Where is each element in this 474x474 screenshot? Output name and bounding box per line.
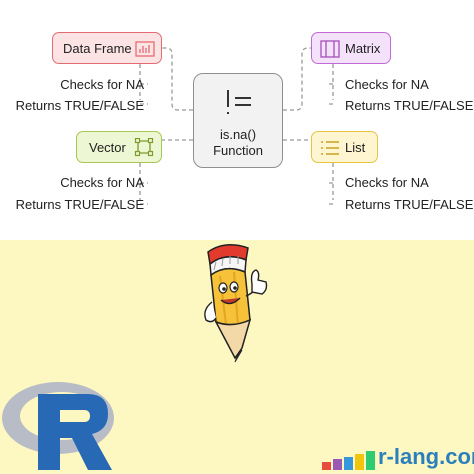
site-brand: r-lang.com: [378, 444, 474, 469]
connector-lines: [139, 47, 334, 205]
vector-item-2: Returns TRUE/FALSE: [15, 197, 144, 212]
colored-bars-icon: [322, 451, 375, 470]
center-line-2: Function: [213, 143, 263, 158]
list-node: List: [311, 131, 378, 163]
matrix-icon: [320, 40, 340, 58]
vector-icon: [134, 138, 154, 157]
list-icon: [321, 141, 339, 155]
list-label: List: [345, 140, 366, 155]
is-na-icon: [227, 90, 251, 114]
data-frame-item-1: Checks for NA: [60, 77, 144, 92]
r-logo: [2, 382, 114, 470]
list-item-1: Checks for NA: [345, 175, 429, 190]
list-item-2: Returns TRUE/FALSE: [345, 197, 474, 212]
matrix-item-1: Checks for NA: [345, 77, 429, 92]
matrix-node: Matrix: [311, 32, 391, 64]
matrix-item-2: Returns TRUE/FALSE: [345, 98, 474, 113]
vector-node: Vector: [76, 131, 162, 163]
bar-chart-icon: [135, 41, 155, 57]
data-frame-label: Data Frame: [63, 41, 132, 56]
pencil-mascot: [204, 244, 268, 363]
data-frame-item-2: Returns TRUE/FALSE: [15, 98, 144, 113]
matrix-label: Matrix: [345, 41, 381, 56]
data-frame-node: Data Frame: [52, 32, 162, 64]
vector-item-1: Checks for NA: [60, 175, 144, 190]
center-line-1: is.na(): [219, 127, 257, 142]
vector-label: Vector: [89, 140, 126, 155]
is-na-function-node: is.na() Function: [193, 73, 283, 168]
